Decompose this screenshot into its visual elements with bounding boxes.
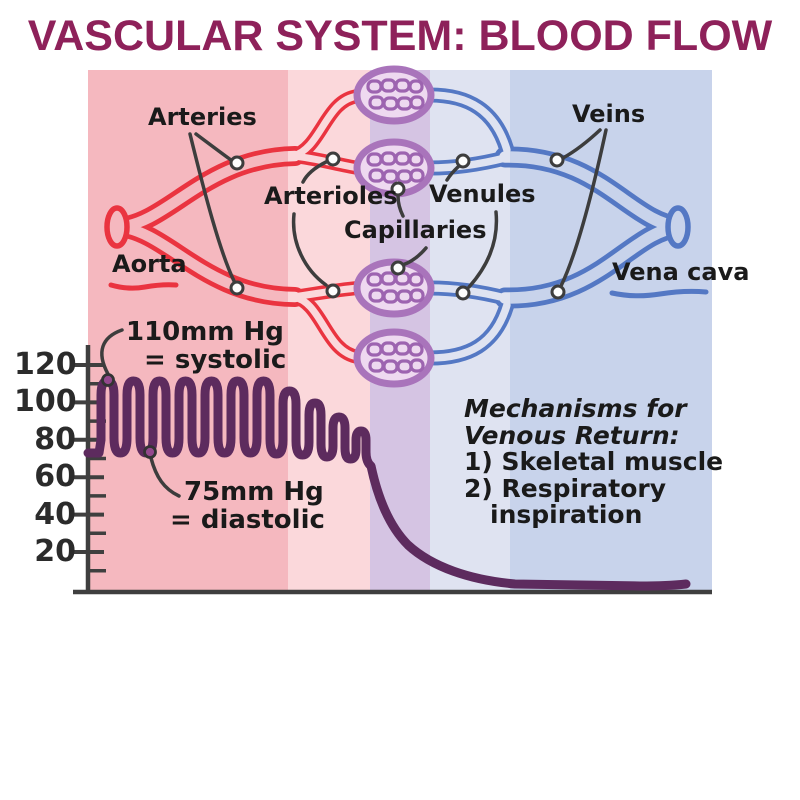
venous-return-item-1: 1) Skeletal muscle bbox=[464, 447, 724, 476]
venous-return-heading-2: Venous Return: bbox=[464, 420, 680, 450]
diastolic-value: 75mm Hg bbox=[184, 477, 324, 507]
venous-return-heading-1: Mechanisms for bbox=[464, 394, 687, 423]
diastolic-marker bbox=[143, 445, 181, 498]
label-capillaries: Capillaries bbox=[344, 216, 487, 244]
venous-return-item-2b: inspiration bbox=[490, 500, 643, 529]
aorta-underline bbox=[108, 282, 179, 291]
capillary-bed bbox=[353, 328, 435, 388]
systolic-label: = systolic bbox=[144, 345, 287, 375]
systolic-value: 110mm Hg bbox=[126, 317, 284, 347]
label-vena-cava: Vena cava bbox=[612, 258, 750, 286]
y-axis-tick-80: 80 bbox=[34, 422, 76, 457]
systolic-marker bbox=[100, 328, 124, 387]
y-axis-tick-60: 60 bbox=[34, 459, 76, 494]
y-axis-tick-100: 100 bbox=[14, 384, 77, 419]
diastolic-annotation: 75mm Hg = diastolic bbox=[170, 478, 325, 534]
page-title: VASCULAR SYSTEM: BLOOD FLOW bbox=[27, 12, 773, 60]
capillary-bed bbox=[353, 65, 435, 125]
venous-return-note: Mechanisms for Venous Return: 1) Skeleta… bbox=[464, 394, 724, 529]
vena-cava-underline bbox=[609, 288, 709, 299]
y-axis-tick-40: 40 bbox=[34, 497, 76, 532]
vena-cava-opening bbox=[665, 205, 691, 249]
y-axis-tick-120: 120 bbox=[14, 347, 77, 382]
capillary-beds bbox=[353, 65, 435, 388]
label-aorta: Aorta bbox=[112, 250, 187, 278]
vein-tubes bbox=[422, 87, 691, 366]
y-axis-tick-20: 20 bbox=[34, 534, 76, 569]
leader-marker-circles bbox=[229, 151, 566, 301]
venous-return-item-2: 2) Respiratory bbox=[464, 473, 667, 503]
label-arterioles: Arterioles bbox=[264, 182, 398, 210]
label-veins: Veins bbox=[572, 100, 646, 128]
systolic-annotation: 110mm Hg = systolic bbox=[126, 318, 286, 374]
label-venules: Venules bbox=[429, 180, 536, 208]
capillary-bed bbox=[353, 258, 435, 318]
label-arteries: Arteries bbox=[148, 103, 257, 131]
diastolic-label: = diastolic bbox=[170, 505, 325, 535]
label-leader-lines bbox=[188, 128, 608, 289]
aorta-opening bbox=[104, 205, 130, 249]
